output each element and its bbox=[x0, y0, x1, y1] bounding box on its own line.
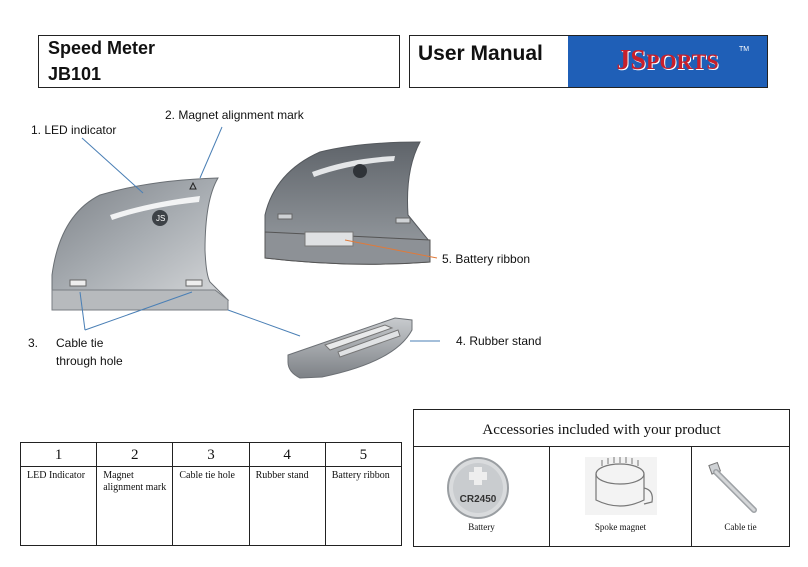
accessory-cable-tie: Cable tie bbox=[692, 446, 789, 546]
accessories-box: Accessories included with your product C… bbox=[413, 409, 790, 547]
accessory-battery: CR2450 Battery bbox=[414, 446, 550, 546]
speed-meter-rear-view bbox=[264, 141, 431, 265]
callout-cable-tie-line1: Cable tie bbox=[56, 336, 104, 350]
battery-print: CR2450 bbox=[460, 494, 497, 505]
callout-battery-ribbon: 5. Battery ribbon bbox=[442, 252, 531, 266]
spoke-magnet-icon bbox=[585, 457, 657, 515]
part-number: 2 bbox=[96, 442, 174, 467]
part-label: LED Indicator bbox=[19, 466, 98, 546]
battery-ribbon-leader bbox=[344, 239, 438, 259]
part-number: 3 bbox=[172, 442, 250, 467]
speed-meter-front-view: JS bbox=[51, 177, 230, 311]
part-number: 5 bbox=[324, 442, 403, 467]
part-label: Cable tie hole bbox=[172, 466, 250, 546]
parts-number-row: 1 2 3 4 5 bbox=[19, 442, 403, 467]
brand-logo-text: JSPORTS bbox=[616, 45, 719, 76]
accessories-divider bbox=[414, 446, 789, 447]
accessory-label: Spoke magnet bbox=[594, 522, 647, 532]
part-label: Battery ribbon bbox=[324, 466, 403, 546]
trademark-mark: TM bbox=[739, 46, 750, 53]
accessories-title: Accessories included with your product bbox=[482, 422, 721, 438]
cable-tie-icon bbox=[708, 461, 757, 513]
brand-logo: JSPORTS TM bbox=[568, 36, 767, 87]
part-number: 4 bbox=[248, 442, 326, 467]
manual-title: User Manual bbox=[418, 42, 543, 65]
accessory-label: Battery bbox=[468, 522, 495, 532]
part-label: Magnet alignment mark bbox=[96, 466, 174, 546]
parts-table: 1 2 3 4 5 LED Indicator Magnet alignment… bbox=[19, 442, 403, 546]
svg-text:JS: JS bbox=[156, 214, 165, 223]
callout-cable-tie-line2: through hole bbox=[56, 354, 123, 368]
coin-battery-icon: CR2450 bbox=[447, 457, 509, 519]
accessory-spoke-magnet: Spoke magnet bbox=[550, 446, 692, 546]
part-number: 1 bbox=[19, 442, 98, 467]
rubber-stand-illustration bbox=[287, 317, 413, 379]
product-title-box: Speed Meter JB101 bbox=[38, 35, 400, 88]
model-number: JB101 bbox=[48, 64, 102, 84]
part-label: Rubber stand bbox=[248, 466, 326, 546]
callout-led-indicator: 1. LED indicator bbox=[31, 123, 117, 137]
product-name: Speed Meter bbox=[48, 38, 156, 58]
parts-label-row: LED Indicator Magnet alignment mark Cabl… bbox=[19, 466, 403, 546]
manual-title-box: User Manual bbox=[409, 35, 768, 88]
callout-rubber-stand: 4. Rubber stand bbox=[456, 334, 542, 348]
leader-lines bbox=[79, 126, 440, 342]
accessory-label: Cable tie bbox=[724, 522, 757, 532]
callout-cable-tie-number: 3. bbox=[28, 336, 39, 350]
callout-magnet-alignment-mark: 2. Magnet alignment mark bbox=[165, 108, 304, 122]
